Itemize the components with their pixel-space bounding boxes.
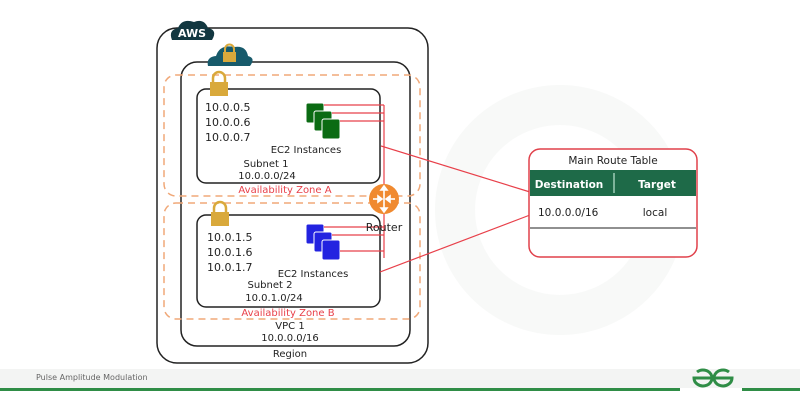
subnet-1-ip: 10.0.0.5 bbox=[205, 101, 250, 114]
route-table-header bbox=[530, 170, 696, 196]
subnet-2-ip: 10.0.1.6 bbox=[207, 246, 252, 259]
router-label: Router bbox=[366, 221, 403, 234]
route-table-title: Main Route Table bbox=[568, 155, 657, 167]
route-table-cell-target: local bbox=[643, 207, 667, 219]
availability-zone-a-box bbox=[163, 74, 421, 197]
region-label: Region bbox=[273, 349, 307, 360]
region-box bbox=[156, 27, 429, 364]
vpc-box bbox=[180, 61, 411, 347]
vpc-cidr: 10.0.0.0/16 bbox=[261, 333, 318, 344]
aws-label: AWS bbox=[178, 27, 206, 40]
vpc-cloud-icon bbox=[207, 43, 253, 66]
subnet-1-cidr: 10.0.0.0/24 bbox=[238, 171, 295, 182]
subnet-2-ip: 10.0.1.5 bbox=[207, 231, 252, 244]
availability-zone-a-label: Availability Zone A bbox=[238, 185, 331, 196]
subnet-2-box bbox=[196, 214, 381, 308]
footer-bar bbox=[0, 369, 800, 388]
availability-zone-b-label: Availability Zone B bbox=[241, 308, 334, 319]
connectors bbox=[324, 104, 531, 273]
vpc-name: VPC 1 bbox=[275, 321, 304, 332]
route-table-cell-destination: 10.0.0.0/16 bbox=[538, 207, 599, 219]
subnet-1-ip: 10.0.0.6 bbox=[205, 116, 250, 129]
lock-icon bbox=[223, 43, 236, 62]
gfg-logo-icon[interactable] bbox=[688, 366, 738, 390]
route-table-header-target: Target bbox=[638, 179, 676, 191]
subnet-2-name: Subnet 2 bbox=[248, 280, 293, 291]
ec2-instances-icon-a bbox=[305, 102, 341, 140]
ec2-instances-icon-b bbox=[305, 223, 341, 261]
footer-caption: Pulse Amplitude Modulation bbox=[36, 373, 148, 382]
subnet-2-ip: 10.0.1.7 bbox=[207, 261, 252, 274]
footer-divider-left bbox=[0, 388, 680, 391]
route-table-header-destination: Destination bbox=[535, 179, 604, 191]
subnet-1-ip: 10.0.0.7 bbox=[205, 131, 250, 144]
subnet-2-cidr: 10.0.1.0/24 bbox=[245, 293, 302, 304]
main-route-table: Main Route Table Destination Target 10.0… bbox=[528, 148, 698, 258]
ec2-instances-label-a: EC2 Instances bbox=[271, 145, 342, 156]
subnet-1-name: Subnet 1 bbox=[244, 159, 289, 170]
ec2-instances-label-b: EC2 Instances bbox=[278, 269, 349, 280]
subnet-2-lock-icon bbox=[211, 200, 229, 226]
router-icon bbox=[369, 184, 399, 214]
footer-divider-right bbox=[742, 388, 800, 391]
subnet-1-lock-icon bbox=[210, 70, 228, 96]
aws-cloud-icon: AWS bbox=[170, 20, 215, 40]
